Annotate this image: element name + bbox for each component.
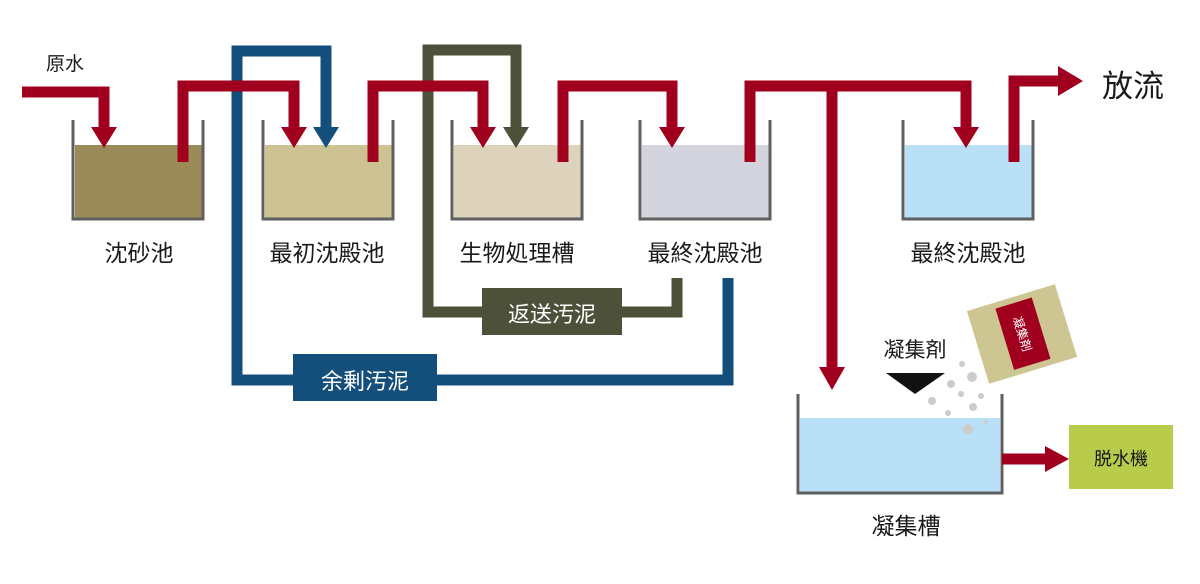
coagulant-funnel-icon — [886, 373, 945, 394]
excess-sludge-arrowhead — [313, 127, 339, 148]
raw-water-inflow — [22, 86, 110, 128]
arrowhead-dehydrator — [1045, 446, 1069, 472]
tank-bio-wall — [450, 120, 584, 221]
arrowhead-discharge — [1058, 66, 1083, 96]
dehydrator-box: 脱水機 — [1069, 425, 1173, 489]
arrowhead-bio — [470, 127, 496, 148]
arrowhead-coag — [819, 367, 845, 390]
tank-label-coag: 凝集槽 — [872, 514, 941, 540]
tank-label-grit: 沈砂池 — [105, 241, 174, 267]
flow-primary-to-bio — [367, 80, 489, 162]
return-sludge-arrowhead — [503, 127, 529, 148]
dehydrator-label: 脱水機 — [1094, 449, 1148, 470]
tank-walls — [71, 120, 1035, 495]
tank-final2-wall — [901, 120, 1035, 221]
excess-sludge-line — [231, 45, 734, 386]
tank-label-bio: 生物処理槽 — [460, 241, 575, 267]
flow-bio-to-final1 — [557, 80, 678, 162]
coagulant-powder-particles — [928, 361, 988, 434]
water-flow-arrowheads — [91, 66, 1083, 472]
tank-grit-wall — [71, 120, 205, 221]
water-flow-lines — [22, 75, 1060, 465]
return-sludge-box: 返送汚泥 — [482, 288, 622, 335]
arrowhead-grit — [91, 127, 117, 148]
tank-coag-wall — [796, 394, 1004, 495]
coagulant-label: 凝集剤 — [884, 338, 947, 362]
coagulant-bag-icon: 凝集剤 — [966, 284, 1078, 384]
arrowhead-final2 — [953, 127, 979, 148]
discharge-label: 放流 — [1102, 69, 1164, 105]
tank-primary-wall — [261, 120, 395, 221]
tank-final1-wall — [638, 120, 772, 221]
flow-grit-to-primary — [177, 80, 300, 162]
excess-sludge-box: 余剰汚泥 — [293, 354, 437, 401]
raw-water-label: 原水 — [46, 53, 84, 75]
flow-final1-to-final2 — [744, 80, 972, 162]
return-sludge-line — [422, 44, 683, 318]
arrowhead-final1 — [659, 127, 685, 148]
tank-label-final2: 最終沈殿池 — [911, 241, 1026, 267]
tank-label-primary: 最初沈殿池 — [270, 241, 385, 267]
flow-final2-to-discharge — [1008, 75, 1060, 162]
arrowhead-primary — [281, 127, 307, 148]
excess-sludge-label: 余剰汚泥 — [321, 370, 409, 395]
tank-label-final1: 最終沈殿池 — [648, 241, 763, 267]
return-sludge-label: 返送汚泥 — [508, 303, 596, 328]
